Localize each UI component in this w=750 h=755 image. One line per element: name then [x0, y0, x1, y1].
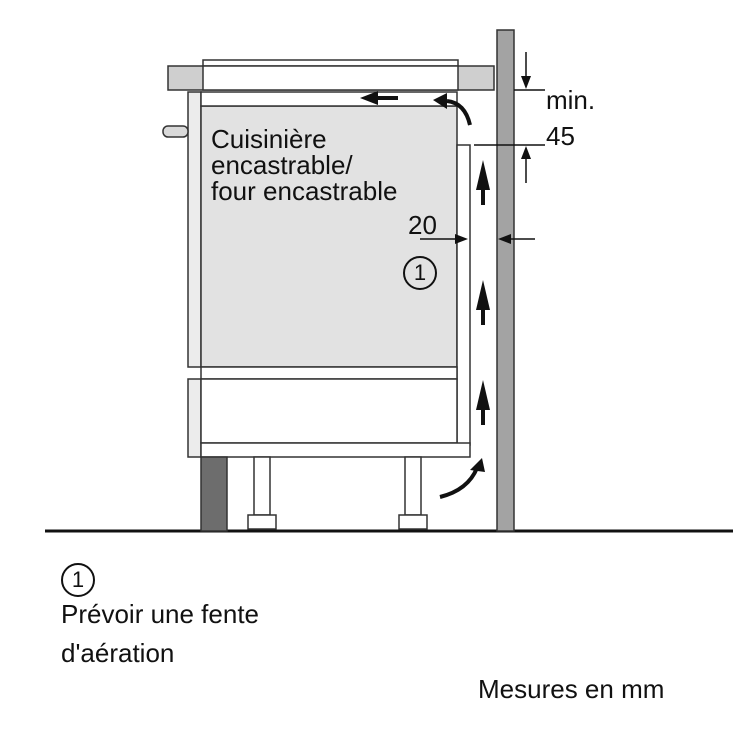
appliance-label-line3: four encastrable: [211, 176, 398, 206]
hob-glass: [202, 59, 459, 67]
dim-side-label: 20: [408, 210, 437, 240]
units-note: Mesures en mm: [478, 674, 665, 704]
drawer-left-panel: [187, 378, 202, 458]
cabinet-top-rail: [200, 91, 458, 107]
dim-top-label-line1: min.: [546, 85, 596, 115]
foot-right-base: [398, 514, 428, 530]
foot-right: [404, 456, 422, 516]
legend-text-line1: Prévoir une fente: [61, 599, 260, 629]
cabinet-left-panel: [187, 91, 202, 368]
callout-marker: 1: [403, 256, 437, 290]
legend-text-line2: d'aération: [61, 638, 175, 668]
oven-knob: [162, 125, 189, 138]
plinth: [200, 456, 228, 532]
wall: [496, 29, 515, 532]
airflow-arrows: [360, 91, 490, 499]
cabinet-base: [200, 442, 471, 458]
appliance-label-line1: Cuisinière: [211, 124, 327, 154]
hob-body: [202, 65, 459, 91]
dimension-top-gap: [474, 52, 545, 183]
drawer-body: [200, 378, 458, 444]
cabinet-rear-panel: [456, 144, 471, 446]
legend-marker: 1: [61, 563, 95, 597]
dimension-side-gap: [420, 234, 535, 244]
appliance-label-line2: encastrable/: [211, 150, 353, 180]
dim-top-label-line2: 45: [546, 121, 575, 151]
foot-left-base: [247, 514, 277, 530]
lower-shelf: [200, 366, 458, 380]
foot-left: [253, 456, 271, 516]
